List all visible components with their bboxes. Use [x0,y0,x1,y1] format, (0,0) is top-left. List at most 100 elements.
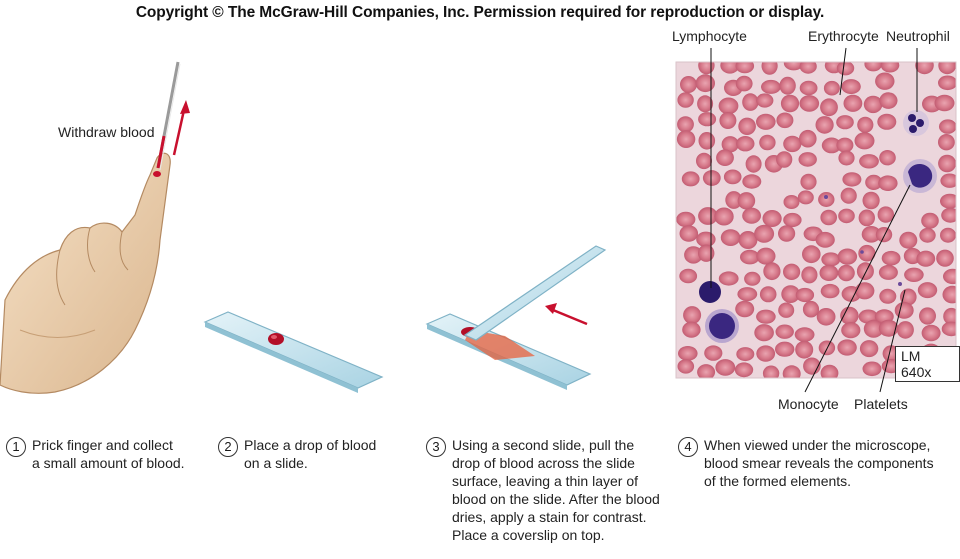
step-number: 3 [426,437,446,457]
erythrocyte-cell [742,174,762,189]
erythrocyte-cell [776,151,793,168]
erythrocyte-cell [875,227,893,243]
erythrocyte-cell [680,76,697,93]
erythrocyte-cell [820,283,840,299]
erythrocyte-cell [800,173,817,190]
neutrophil-label: Neutrophil [886,28,950,44]
erythrocyte-cell [879,92,898,109]
erythrocyte-cell [778,302,795,318]
erythrocyte-cell [716,149,734,166]
erythrocyte-cell [863,95,883,114]
erythrocyte-cell [715,359,736,376]
erythrocyte-cell [744,271,761,286]
erythrocyte-cell [877,113,897,130]
erythrocyte-cell [763,262,781,281]
erythrocyte-cell [919,307,936,325]
erythrocyte-cell [943,268,956,285]
erythrocyte-cell [756,113,776,130]
upward-arrow [172,100,190,156]
step-text: When viewed under the microscope, blood … [704,437,934,489]
erythrocyte-cell [797,190,814,205]
erythrocyte-cell [734,362,754,378]
erythrocyte-cell [815,231,835,248]
erythrocyte-cell [938,154,956,173]
erythrocyte-cell [816,308,836,326]
erythrocyte-cell [761,79,781,94]
erythrocyte-cell [919,227,936,243]
blood-droplet-finger [153,171,161,177]
erythrocyte-cell [742,207,761,224]
erythrocyte-cell [879,288,897,304]
erythrocyte-cell [821,137,842,154]
erythrocyte-cell [783,263,801,280]
erythrocyte-cell [854,132,875,150]
erythrocyte-cell [684,246,703,264]
erythrocyte-cell [940,173,956,188]
erythrocyte-cell [838,150,855,166]
erythrocyte-cell [735,75,753,92]
erythrocyte-cell [720,229,741,247]
erythrocyte-cell [679,268,698,284]
platelet-dots [824,195,902,286]
erythrocyte-cell [940,227,956,243]
erythrocyte-cell [783,135,802,153]
erythrocyte-cell [840,187,857,204]
erythrocyte-cell [754,324,774,342]
erythrocyte-cell [678,346,698,361]
erythrocyte-cell [904,267,924,282]
erythrocyte-cell [676,211,696,228]
erythrocyte-cell [742,93,759,111]
erythrocyte-cell [780,94,800,113]
erythrocyte-cell [836,62,855,76]
erythrocyte-cell [878,319,899,337]
erythrocyte-cell [776,112,794,129]
erythrocyte-cell [756,247,776,265]
erythrocyte-cell [779,76,796,95]
erythrocyte-cell [756,93,774,108]
erythrocyte-cell [941,321,956,337]
erythrocyte-cell [735,62,755,74]
erythrocytes-field [676,62,956,378]
erythrocyte-cell [861,226,881,243]
erythrocyte-cell [738,231,758,249]
neutrophil-cell [903,110,929,136]
erythrocyte-cell [894,302,914,319]
erythrocyte-cell [938,134,955,151]
erythrocyte-cell [857,116,874,133]
erythrocyte-cell [881,250,901,266]
monocyte-label: Monocyte [778,396,839,412]
erythrocyte-cell [862,191,880,210]
erythrocyte-cell [799,95,820,112]
erythrocyte-cell [714,207,734,226]
erythrocyte-cell [819,264,839,281]
erythrocyte-cell [725,191,743,209]
lymphocyte-label: Lymphocyte [672,28,747,44]
erythrocyte-cell [677,359,695,374]
erythrocyte-cell [695,74,715,93]
erythrocyte-cell [880,62,900,73]
erythrocyte-cell [745,155,762,173]
withdraw-blood-label: Withdraw blood [58,124,155,140]
erythrocyte-cell [718,97,739,115]
erythrocyte-cell [759,286,777,303]
erythrocyte-cell [938,62,956,75]
erythrocyte-cell [820,364,839,378]
hand-illustration [0,152,171,394]
erythrocyte-cell [840,306,859,325]
erythrocyte-cell [679,225,699,242]
erythrocyte-cell [762,210,782,227]
erythrocyte-cell [696,152,712,170]
erythrocyte-cell [737,287,758,302]
erythrocyte-cell [818,192,835,207]
erythrocyte-cell [917,282,938,299]
erythrocyte-cell [934,94,955,112]
erythrocyte-cell [862,361,882,377]
lymphocyte-cell [699,281,739,343]
erythrocyte-cell [877,206,894,223]
erythrocyte-cell [858,244,876,262]
erythrocyte-cell [677,116,694,133]
erythrocyte-cell [721,136,739,153]
erythrocyte-cell [682,321,701,338]
pull-arrow [545,303,588,326]
erythrocyte-cell [723,169,742,185]
